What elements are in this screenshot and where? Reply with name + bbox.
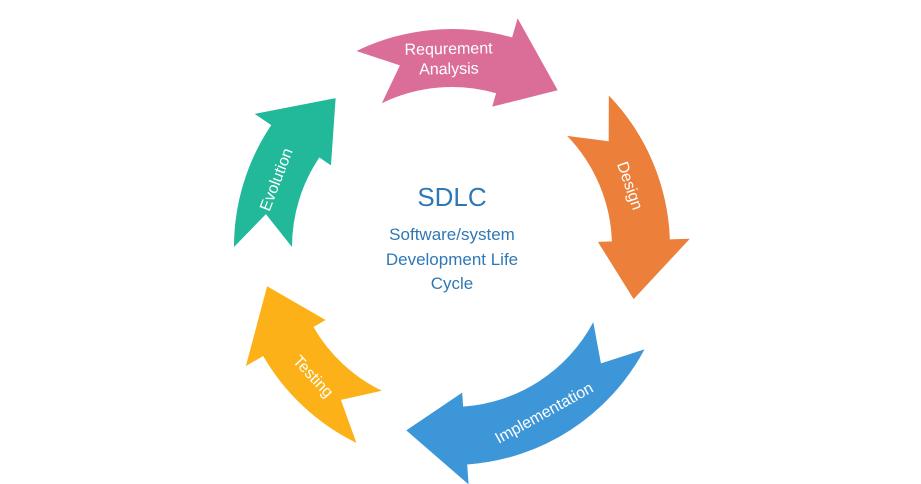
center-subtitle-line-2: Development Life <box>386 250 518 269</box>
center-title: SDLC <box>417 182 486 212</box>
arrow-requirement-analysis <box>356 18 558 107</box>
label-requirement-analysis: RequrementAnalysis <box>404 40 493 79</box>
arrow-implementation <box>406 322 645 484</box>
arrow-evolution <box>234 98 336 247</box>
label-requirement-analysis-line-1: Requrement <box>404 40 493 59</box>
cycle-arrows <box>234 18 690 484</box>
center-subtitle-line-1: Software/system <box>389 225 515 244</box>
arrow-design <box>567 95 690 300</box>
arrow-testing <box>245 286 382 443</box>
center-subtitle-line-3: Cycle <box>431 274 474 293</box>
label-requirement-analysis-line-2: Analysis <box>419 61 479 79</box>
